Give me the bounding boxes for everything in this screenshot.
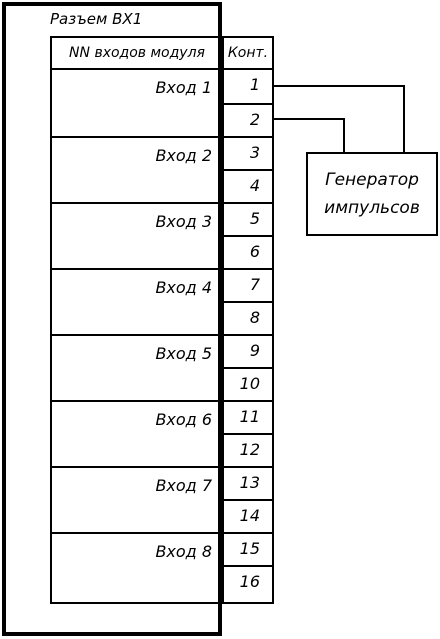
input-label: Вход 1 (155, 78, 212, 97)
header-contacts: Конт. (227, 45, 269, 61)
connector-title: Разъем ВХ1 (50, 10, 143, 28)
connector-frame (2, 2, 222, 636)
pulse-generator-box: Генератор импульсов (306, 152, 438, 236)
contact-cell: 7 (224, 268, 272, 301)
wire-contact-1 (272, 85, 405, 152)
contact-cell: 9 (224, 334, 272, 367)
contact-cell: 3 (224, 136, 272, 169)
input-row-3: Вход 3 (52, 202, 222, 268)
input-row-8: Вход 8 (52, 532, 222, 598)
input-row-1: Вход 1 (52, 70, 222, 136)
input-label: Вход 4 (155, 278, 212, 297)
input-row-2: Вход 2 (52, 136, 222, 202)
contact-cell: 14 (224, 499, 272, 532)
input-row-6: Вход 6 (52, 400, 222, 466)
table-header: NN входов модуля Конт. (52, 38, 272, 70)
inputs-column: Вход 1 Вход 2 Вход 3 Вход 4 Вход 5 Вход … (52, 70, 224, 602)
input-row-5: Вход 5 (52, 334, 222, 400)
contact-cell: 12 (224, 433, 272, 466)
contact-cell: 2 (224, 103, 272, 136)
input-label: Вход 6 (155, 410, 212, 429)
contact-cell: 11 (224, 400, 272, 433)
input-label: Вход 3 (155, 212, 212, 231)
pin-table: NN входов модуля Конт. Вход 1 Вход 2 Вхо… (50, 36, 274, 604)
contact-cell: 10 (224, 367, 272, 400)
contact-cell: 5 (224, 202, 272, 235)
contact-cell: 16 (224, 565, 272, 598)
wire-contact-2 (272, 118, 345, 152)
input-row-7: Вход 7 (52, 466, 222, 532)
contact-cell: 1 (249, 75, 260, 94)
contact-cell: 15 (224, 532, 272, 565)
input-label: Вход 2 (155, 146, 212, 165)
contacts-column: 1 2 3 4 5 6 7 8 9 10 11 12 13 14 15 16 (224, 70, 272, 602)
input-label: Вход 5 (155, 344, 212, 363)
contact-cell: 8 (224, 301, 272, 334)
header-inputs: NN входов модуля (52, 38, 224, 68)
generator-label-line1: Генератор (325, 170, 419, 190)
generator-label-line2: импульсов (324, 198, 420, 218)
contact-cell: 6 (224, 235, 272, 268)
input-row-4: Вход 4 (52, 268, 222, 334)
input-label: Вход 7 (155, 476, 212, 495)
contact-cell: 4 (224, 169, 272, 202)
input-label: Вход 8 (155, 542, 212, 561)
contact-cell: 13 (224, 466, 272, 499)
